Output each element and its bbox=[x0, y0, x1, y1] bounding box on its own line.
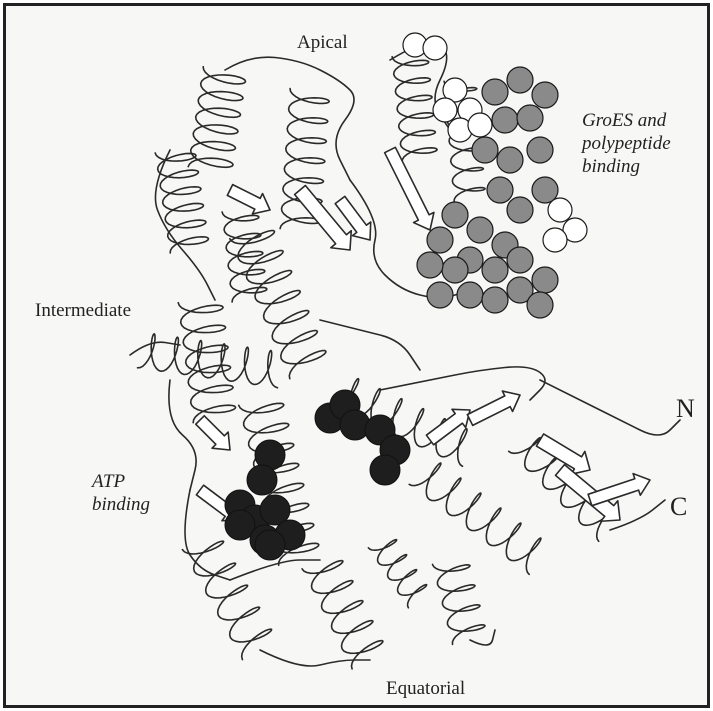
grey-sphere bbox=[442, 257, 468, 283]
grey-sphere bbox=[527, 292, 553, 318]
alpha-helix bbox=[182, 541, 271, 660]
alpha-helix bbox=[155, 153, 208, 253]
groes-binding-line-3: binding bbox=[582, 155, 671, 178]
grey-sphere bbox=[427, 227, 453, 253]
alpha-helix bbox=[302, 561, 383, 669]
equatorial-domain-label: Equatorial bbox=[386, 678, 465, 700]
grey-sphere bbox=[507, 197, 533, 223]
grey-sphere bbox=[492, 107, 518, 133]
beta-strand bbox=[588, 474, 650, 506]
beta-strand bbox=[227, 185, 270, 214]
grey-sphere bbox=[457, 282, 483, 308]
alpha-helix bbox=[178, 303, 235, 423]
dark-sphere bbox=[247, 465, 277, 495]
coil-loop bbox=[260, 650, 370, 666]
grey-sphere bbox=[532, 177, 558, 203]
alpha-helix bbox=[222, 212, 267, 302]
groes-binding-line-2: polypeptide bbox=[582, 132, 671, 155]
apical-domain-label: Apical bbox=[297, 32, 348, 54]
grey-sphere bbox=[417, 252, 443, 278]
grey-sphere bbox=[532, 267, 558, 293]
groes-binding-line-1: GroES and bbox=[582, 109, 671, 132]
grey-sphere bbox=[507, 67, 533, 93]
grey-sphere bbox=[532, 82, 558, 108]
dark-sphere bbox=[255, 530, 285, 560]
grey-sphere bbox=[487, 177, 513, 203]
grey-sphere bbox=[497, 147, 523, 173]
white-sphere bbox=[433, 98, 457, 122]
beta-strand bbox=[385, 147, 434, 230]
c-terminus-label: C bbox=[670, 492, 687, 522]
atp-binding-spheres bbox=[225, 390, 410, 560]
grey-sphere bbox=[467, 217, 493, 243]
grey-sphere bbox=[482, 287, 508, 313]
grey-sphere bbox=[472, 137, 498, 163]
alpha-helix bbox=[433, 564, 486, 644]
grey-sphere bbox=[442, 202, 468, 228]
atp-binding-line-1: ATP bbox=[92, 470, 150, 493]
white-sphere bbox=[423, 36, 447, 60]
white-sphere bbox=[468, 113, 492, 137]
n-terminus-label: N bbox=[676, 394, 695, 424]
atp-binding-label: ATP binding bbox=[92, 470, 150, 516]
coil-loop bbox=[540, 380, 680, 435]
beta-strand bbox=[196, 416, 230, 450]
grey-sphere bbox=[482, 257, 508, 283]
coil-loop bbox=[155, 150, 215, 300]
alpha-helix bbox=[409, 463, 541, 574]
alpha-helix bbox=[368, 540, 426, 608]
groes-binding-spheres bbox=[403, 33, 587, 318]
dark-sphere bbox=[370, 455, 400, 485]
groes-binding-label: GroES and polypeptide binding bbox=[582, 109, 671, 178]
alpha-helix bbox=[392, 57, 437, 162]
beta-strand bbox=[467, 391, 520, 425]
grey-sphere bbox=[482, 79, 508, 105]
coil-loop bbox=[169, 380, 196, 490]
coil-loop bbox=[230, 560, 320, 580]
grey-sphere bbox=[517, 105, 543, 131]
coil-loop bbox=[320, 320, 420, 370]
grey-sphere bbox=[427, 282, 453, 308]
coil-loop bbox=[470, 630, 495, 645]
white-sphere bbox=[543, 228, 567, 252]
atp-binding-line-2: binding bbox=[92, 493, 150, 516]
alpha-helix bbox=[188, 67, 245, 168]
grey-sphere bbox=[527, 137, 553, 163]
grey-sphere bbox=[507, 247, 533, 273]
intermediate-domain-label: Intermediate bbox=[35, 300, 131, 322]
